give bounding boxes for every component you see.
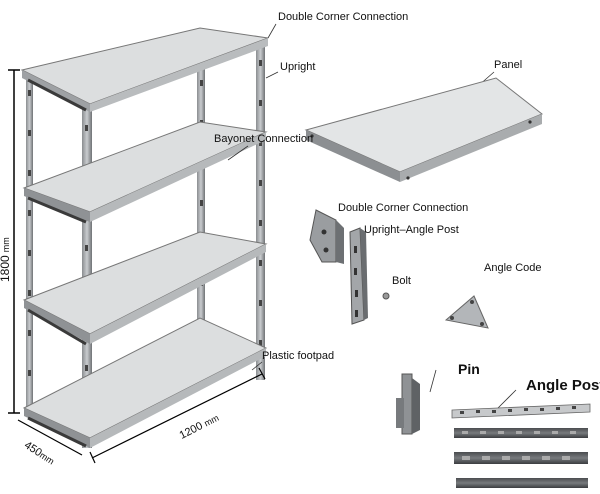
label-double-corner-connection: Double Corner Connection [278,11,409,23]
label-bayonet-connection: Bayonet Connection [214,133,314,145]
width-dimension [89,367,266,464]
angle-post-bars [451,403,591,488]
height-dimension [8,69,20,414]
panel-part [304,77,543,182]
height-dimension-label: 1800 mm [0,237,12,282]
upright-back-left [26,72,33,412]
upright-angle-post-part [349,227,368,325]
label-double-corner-part: Double Corner Connection [338,202,469,214]
label-angle-code: Angle Code [484,262,542,274]
angle-code-part [444,295,489,329]
label-angle-post: Angle Post [526,377,600,394]
shelf-third [22,231,268,344]
label-plastic-footpad: Plastic footpad [262,350,335,362]
label-upright: Upright [280,61,316,73]
height-unit: mm [1,237,11,253]
bolt-part [382,292,390,300]
label-panel: Panel [494,59,523,71]
shelf-second [22,121,268,222]
side-rails [27,78,87,448]
depth-dimension [17,419,83,456]
pin-part [396,373,420,435]
double-corner-part [309,209,344,264]
shelving-unit [20,27,269,448]
label-bolt: Bolt [392,275,411,287]
label-upright-angle-post: Upright–Angle Post [364,224,459,236]
upright-front-right [256,40,265,380]
height-value: 1800 [0,255,12,282]
shelf-top [20,27,269,112]
upright-back-right [197,64,205,332]
shelf-bottom [22,317,268,448]
label-pin: Pin [458,361,480,377]
